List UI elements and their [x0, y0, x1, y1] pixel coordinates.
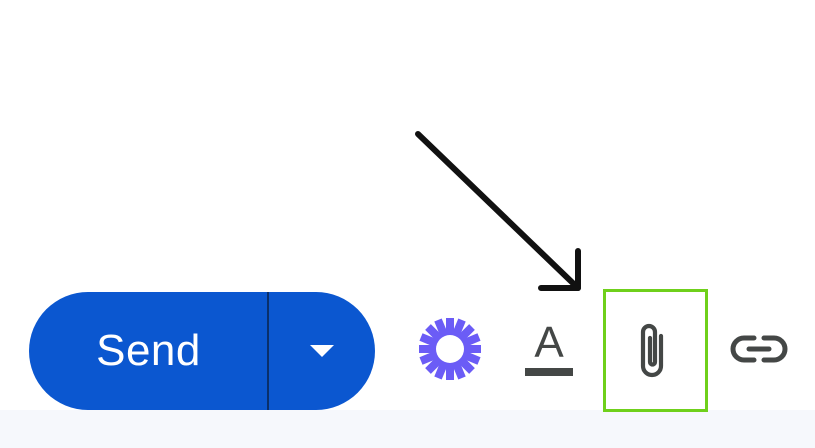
link-icon [730, 335, 788, 363]
attach-files-button[interactable] [612, 300, 694, 400]
more-send-options-button[interactable] [269, 292, 375, 410]
paperclip-icon [640, 323, 664, 378]
ai-assist-button[interactable] [412, 316, 488, 382]
send-split-button: Send [29, 292, 375, 410]
send-button-label: Send [96, 326, 201, 375]
caret-down-icon [310, 345, 334, 357]
send-button[interactable]: Send [29, 292, 268, 410]
text-format-glyph: A [534, 318, 564, 367]
highlight-box [603, 289, 708, 412]
send-divider [267, 292, 269, 410]
formatting-options-button[interactable]: A [516, 310, 582, 386]
toolbar-background [0, 410, 815, 448]
asterisk-icon [419, 318, 481, 380]
insert-link-button[interactable] [726, 322, 792, 376]
text-format-icon: A [525, 318, 573, 376]
